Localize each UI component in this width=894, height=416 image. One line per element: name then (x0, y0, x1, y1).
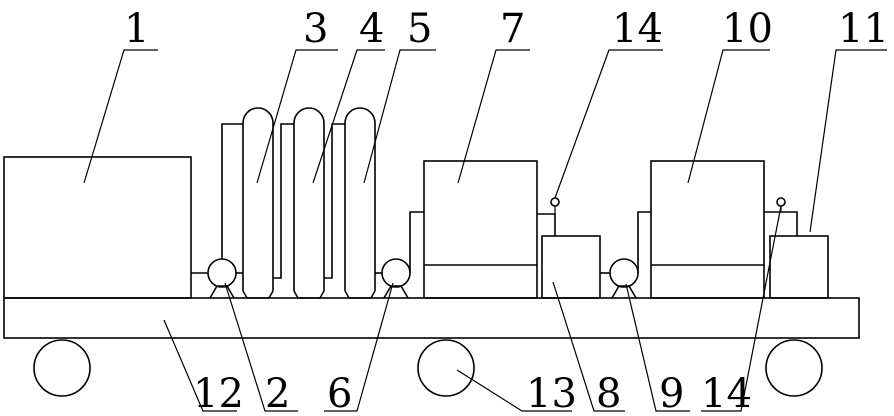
label-4: 4 (359, 6, 384, 52)
leader-lines (83, 49, 887, 412)
component-7-tank (423, 160, 538, 299)
column-3 (242, 107, 274, 291)
label-14-bottom: 14 (701, 371, 752, 416)
label-2: 2 (265, 371, 290, 416)
label-6: 6 (327, 371, 352, 416)
pump-6 (381, 258, 411, 288)
label-8: 8 (596, 371, 621, 416)
component-11-tank (769, 235, 829, 299)
wheel-left (33, 339, 91, 397)
wheel-middle (417, 339, 475, 397)
component-10-tank (650, 160, 765, 299)
component-8-tank (541, 235, 601, 299)
pump-2 (207, 258, 237, 288)
label-14-top: 14 (612, 6, 663, 52)
pump-9 (609, 258, 639, 288)
label-1: 1 (124, 6, 149, 52)
label-10: 10 (722, 6, 773, 52)
column-5 (344, 107, 376, 291)
label-3: 3 (303, 6, 328, 52)
component-1-tank (3, 156, 192, 299)
wheel-right (765, 339, 823, 397)
label-13: 13 (526, 371, 577, 416)
label-9: 9 (659, 371, 684, 416)
label-11: 11 (838, 6, 889, 52)
gauge-14-right (776, 197, 786, 207)
gauge-14-left (550, 197, 560, 207)
label-7: 7 (500, 6, 525, 52)
column-4 (293, 107, 325, 291)
label-5: 5 (407, 6, 432, 52)
chassis-base (3, 297, 860, 339)
label-12: 12 (193, 371, 244, 416)
